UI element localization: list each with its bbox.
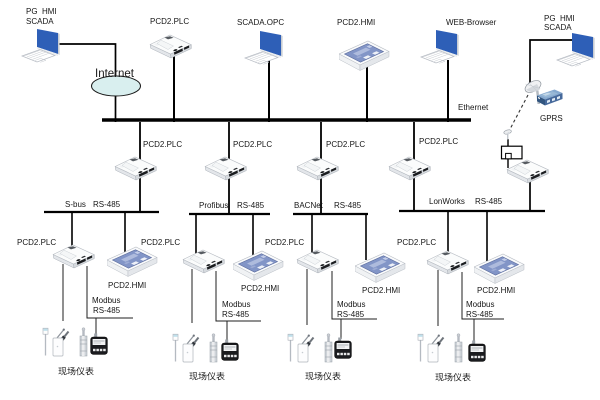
subnet-2-bus-name: Profibus xyxy=(199,201,229,210)
subnet-4-plc-icon xyxy=(426,250,470,276)
top-plc-icon xyxy=(149,34,193,60)
subnet-1-link-type: RS-485 xyxy=(93,306,121,315)
subnet-2-field-label xyxy=(189,372,225,381)
subnet-1-field-label xyxy=(58,367,94,376)
subnet-3-bus-type: RS-485 xyxy=(334,201,362,210)
subnet-3-sensors-icon xyxy=(285,332,335,364)
workstation-web-browser-icon xyxy=(419,27,459,64)
workstation-pg-left-icon xyxy=(20,26,60,63)
subnet-1-meter-icon xyxy=(90,333,108,355)
subnet-2-plc-icon xyxy=(182,249,226,275)
workstation-scada-opc-icon xyxy=(243,28,283,65)
segment-plc-4-icon xyxy=(388,156,432,182)
subnet-4-hmi-icon xyxy=(474,253,526,285)
top-hmi-icon xyxy=(339,40,391,72)
subnet-3-field-label xyxy=(305,372,341,381)
top-hmi-label: PCD2.HMI xyxy=(337,18,376,27)
subnet-4-link-type: RS-485 xyxy=(466,310,494,319)
subnet-3-link-name: Modbus xyxy=(337,300,366,309)
subnet-4-bus-type: RS-485 xyxy=(475,197,503,206)
subnet-2-link-name: Modbus xyxy=(222,300,251,309)
subnet-1-hmi-label: PCD2.HMI xyxy=(108,281,147,290)
workstation-scada-opc-label: SCADA.OPC xyxy=(237,18,285,27)
subnet-4-plc-label: PCD2.PLC xyxy=(397,238,437,247)
subnet-2-hmi-icon xyxy=(233,250,285,282)
workstation-pg-right-icon xyxy=(555,30,595,67)
top-row-drop-lines xyxy=(56,39,572,122)
segment-plc-1-icon xyxy=(114,156,158,182)
subnet-4-meter-icon xyxy=(468,340,486,362)
subnet-1-bus-name: S-bus xyxy=(65,200,86,209)
subnet-bus-lines xyxy=(44,209,545,216)
segment-plc-2-label: PCD2.PLC xyxy=(233,140,273,149)
subnet-4-field-label xyxy=(435,373,471,382)
gprs-modem-icon xyxy=(524,80,564,110)
subnet-1-plc-label: PCD2.PLC xyxy=(17,238,57,247)
subnet-1-link-name: Modbus xyxy=(92,296,121,305)
segment-plc-2-icon xyxy=(204,156,248,182)
subnet-2-hmi-label: PCD2.HMI xyxy=(241,284,280,293)
workstation-pg-left-label-2: SCADA xyxy=(26,17,54,26)
subnet-2-bus-type: RS-485 xyxy=(237,201,265,210)
top-plc-label: PCD2.PLC xyxy=(150,17,190,26)
segment-plc-3-label: PCD2.PLC xyxy=(326,140,366,149)
workstation-pg-left-label-1: PG HMI xyxy=(26,7,57,16)
subnet-1-hmi-icon xyxy=(107,246,159,278)
subnet-4-sensors-icon xyxy=(415,332,465,364)
subnet-3-meter-icon xyxy=(334,337,352,359)
subnet-4-link-name: Modbus xyxy=(466,300,495,309)
gprs-label: GPRS xyxy=(540,114,563,123)
internet-label: Internet xyxy=(95,68,134,80)
subnet-drop-lines xyxy=(71,211,488,261)
gprs-plc-icon xyxy=(506,159,550,185)
subnet-1-sensors-icon xyxy=(40,326,90,358)
subnet-1-plc-icon xyxy=(52,244,96,270)
segment-plc-3-icon xyxy=(296,156,340,182)
subnet-3-plc-label: PCD2.PLC xyxy=(265,238,305,247)
workstation-pg-right-label-1: PG HMI xyxy=(544,14,575,23)
subnet-3-hmi-icon xyxy=(355,252,407,284)
subnet-3-link-type: RS-485 xyxy=(337,310,365,319)
gprs-wireless-link xyxy=(508,94,529,133)
subnet-2-plc-label: PCD2.PLC xyxy=(141,238,181,247)
subnet-1-bus-type: RS-485 xyxy=(93,200,121,209)
gprs-chain-lines xyxy=(500,94,531,212)
field-wiring-lines xyxy=(62,264,504,342)
workstation-pg-right-label-2: SCADA xyxy=(544,23,572,32)
subnet-4-bus-name: LonWorks xyxy=(429,197,465,206)
ethernet-label: Ethernet xyxy=(458,103,489,112)
segment-plc-1-label: PCD2.PLC xyxy=(143,140,183,149)
segment-riser-lines xyxy=(139,122,415,214)
gprs-antenna-icon xyxy=(503,129,513,140)
gprs-modem-box xyxy=(500,145,523,160)
subnet-3-bus-name: BACNet xyxy=(294,201,323,210)
subnet-3-plc-icon xyxy=(296,249,340,275)
internet-cloud xyxy=(91,75,141,97)
subnet-2-sensors-icon xyxy=(170,332,220,364)
subnet-4-hmi-label: PCD2.HMI xyxy=(477,286,516,295)
subnet-2-link-type: RS-485 xyxy=(222,310,250,319)
segment-plc-4-label: PCD2.PLC xyxy=(419,137,459,146)
subnet-3-hmi-label: PCD2.HMI xyxy=(362,286,401,295)
subnet-2-meter-icon xyxy=(221,339,239,361)
workstation-web-browser-label: WEB-Browser xyxy=(446,18,497,27)
